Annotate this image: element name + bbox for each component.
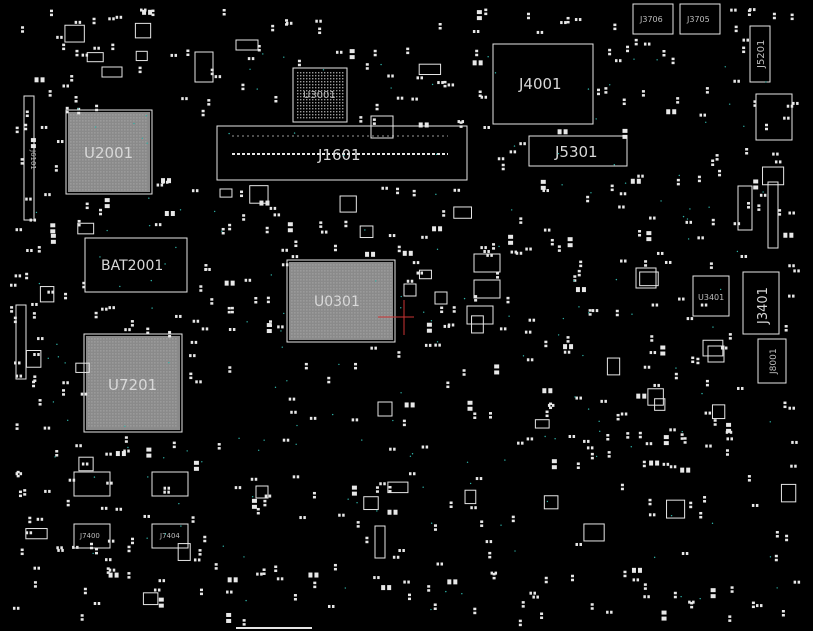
u3001-label: U3001 — [303, 90, 336, 101]
j5201-label: J5201 — [756, 40, 767, 69]
battery-bat2001[interactable]: BAT2001 — [84, 237, 188, 293]
j4001-label: J4001 — [518, 75, 562, 93]
passive-components — [10, 8, 801, 627]
u0301-label: U0301 — [314, 294, 360, 310]
u2001-label: U2001 — [84, 144, 133, 162]
j3705-label: J3705 — [686, 15, 710, 24]
bga-u2001[interactable]: U2001 — [65, 109, 153, 195]
connector-j4001[interactable]: J4001 — [492, 43, 594, 125]
j7404-label: J7404 — [159, 532, 180, 540]
j3706-label: J3706 — [639, 15, 663, 24]
cursor-crosshair — [378, 300, 414, 335]
module-outlines — [15, 39, 793, 629]
connector-j3706[interactable]: J3706 — [632, 3, 674, 35]
bga-u0301[interactable]: U0301 — [286, 259, 396, 343]
u3401-label: U3401 — [698, 293, 724, 302]
bat2001-label: BAT2001 — [101, 258, 163, 274]
j3401-label: J3401 — [756, 287, 771, 325]
chip-u3401[interactable]: U3401 — [692, 275, 730, 317]
j7400-label: J7400 — [79, 532, 100, 540]
connector-j6101[interactable]: J6101 — [23, 95, 37, 221]
j6101-label: J6101 — [29, 149, 37, 170]
chip-u3001[interactable]: U3001 — [292, 67, 348, 123]
j8001-label: J8001 — [769, 348, 779, 375]
j1601-label: J1601 — [317, 146, 361, 164]
bga-u7201[interactable]: U7201 — [83, 333, 183, 433]
connector-j8001[interactable]: J8001 — [757, 338, 787, 384]
j5301-label: J5301 — [554, 143, 598, 161]
u7201-label: U7201 — [108, 376, 157, 394]
connector-j3401[interactable]: J3401 — [742, 271, 780, 335]
connector-j5301[interactable]: J5301 — [528, 135, 628, 167]
via-dots — [35, 53, 778, 611]
connector-j5201[interactable]: J5201 — [749, 25, 771, 83]
socket-j7404[interactable]: J7404 — [151, 523, 189, 549]
connector-j3705[interactable]: J3705 — [679, 3, 721, 35]
connector-j1601[interactable]: J1601 — [216, 125, 468, 181]
